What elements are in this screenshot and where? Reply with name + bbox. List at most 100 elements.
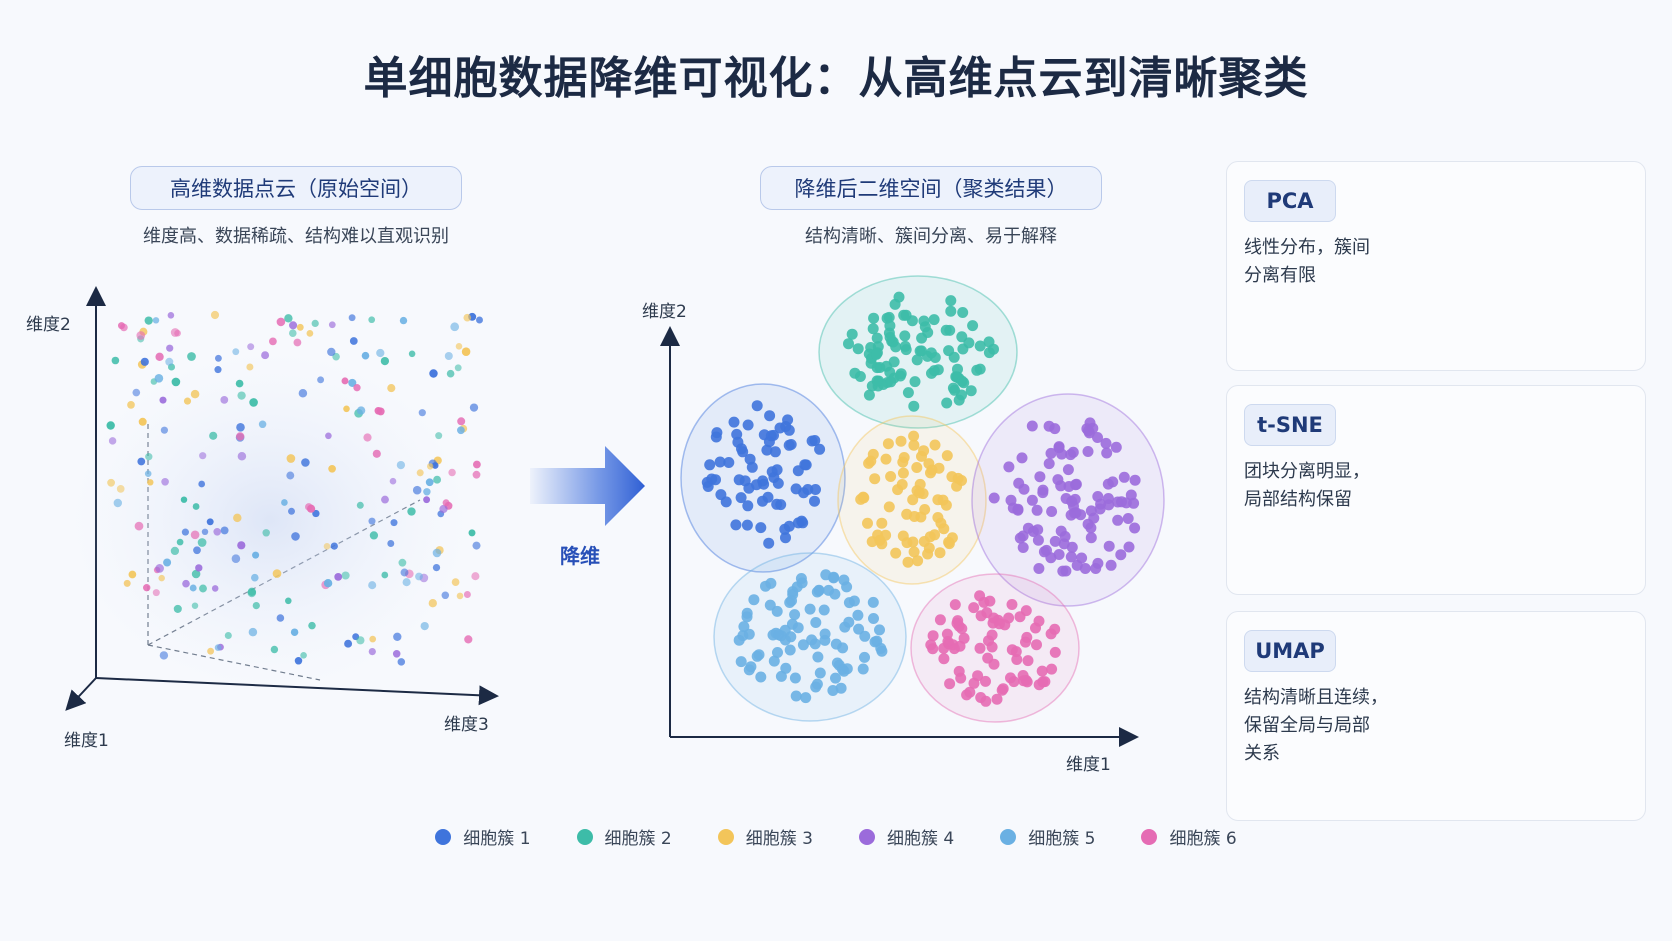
middle-panel-heading: 降维后二维空间（聚类结果）: [760, 166, 1102, 210]
cloud-point: [396, 460, 406, 470]
cloud-point: [182, 579, 190, 588]
cluster-point: [843, 616, 855, 628]
legend-dot: [435, 828, 452, 845]
cloud-point: [155, 352, 164, 361]
cluster-point: [753, 649, 765, 661]
cluster-point: [928, 365, 940, 377]
page-title: 单细胞数据降维可视化：从高维点云到清晰聚类: [363, 53, 1309, 104]
cloud-point: [270, 645, 279, 654]
cloud-point: [369, 531, 379, 540]
cluster-point: [932, 512, 944, 523]
cluster-point: [883, 501, 895, 513]
cloud-point: [210, 310, 220, 320]
cluster-point: [797, 639, 809, 651]
cluster-point: [735, 656, 747, 668]
cluster-point: [869, 473, 881, 485]
cloud-point: [232, 348, 240, 356]
cloud-point: [381, 495, 389, 504]
cluster-point: [1069, 507, 1080, 519]
cluster-point: [876, 517, 888, 529]
cluster-point: [735, 492, 747, 504]
cloud-point: [224, 631, 232, 640]
cluster-point: [1043, 458, 1055, 470]
cluster-point: [810, 617, 822, 628]
cluster-point: [1115, 549, 1127, 561]
cloud-point: [209, 431, 218, 440]
cluster-point: [852, 343, 864, 355]
cluster-point: [897, 530, 909, 542]
cloud-point: [286, 471, 295, 480]
cluster-point: [827, 685, 839, 696]
cluster-point: [1065, 551, 1077, 563]
cluster-point: [829, 588, 841, 600]
cluster-point: [742, 419, 754, 431]
cluster-point: [968, 677, 980, 689]
legend-dot: [859, 828, 875, 845]
cluster-point: [732, 436, 744, 448]
cloud-point: [312, 509, 320, 518]
cluster-point: [789, 672, 801, 684]
cluster-point: [1103, 540, 1115, 552]
cloud-point: [236, 422, 245, 432]
cluster-point: [757, 475, 769, 487]
cluster-point: [994, 618, 1005, 630]
cloud-point: [144, 470, 152, 477]
cluster-point: [1032, 534, 1044, 546]
cluster-point: [1082, 446, 1094, 457]
cluster-point: [704, 459, 716, 471]
cluster-point: [1112, 496, 1124, 508]
cloud-point: [247, 588, 257, 598]
middle-axis-y-label: 维度2: [642, 302, 687, 322]
cluster-point: [828, 571, 840, 583]
cluster-point: [783, 520, 795, 532]
legend-item: 细胞簇 3: [717, 824, 813, 849]
legend-dot: [1000, 828, 1017, 845]
cloud-point: [154, 373, 164, 383]
cloud-point: [400, 568, 409, 577]
cluster-point: [968, 602, 980, 614]
cloud-point: [247, 343, 255, 351]
cluster-point: [1070, 478, 1082, 490]
cloud-point: [191, 569, 201, 579]
cloud-point: [294, 657, 303, 665]
cluster-point: [938, 523, 950, 535]
cluster-point: [746, 461, 758, 473]
cluster-point: [800, 459, 812, 471]
cloud-point: [128, 570, 137, 579]
cluster-point: [1060, 565, 1072, 577]
cluster-point: [730, 519, 742, 531]
cloud-point: [192, 503, 200, 510]
cluster-point: [997, 683, 1009, 695]
cluster-point: [945, 305, 957, 317]
cloud-point: [144, 316, 153, 325]
method-tag-umap: UMAP: [1244, 630, 1336, 672]
cloud-point: [145, 453, 153, 461]
cloud-point: [307, 504, 316, 513]
cloud-point: [408, 350, 416, 358]
cluster-point: [1003, 612, 1015, 624]
cluster-point: [885, 376, 897, 388]
cluster-point: [737, 446, 749, 458]
cluster-point: [846, 328, 858, 340]
cluster-point: [918, 315, 930, 327]
cluster-point: [908, 430, 920, 442]
cluster-point: [888, 356, 900, 368]
cluster-point: [941, 450, 953, 462]
cluster-point: [1059, 531, 1071, 542]
cluster-point: [884, 320, 896, 332]
left-axis-z-label: 维度3: [444, 715, 489, 735]
cloud-point: [108, 437, 117, 445]
cluster-point: [1092, 432, 1103, 443]
cluster-point: [1118, 471, 1130, 483]
cloud-point: [174, 329, 181, 337]
cloud-point: [323, 542, 331, 550]
cloud-point: [137, 457, 146, 466]
cloud-point: [237, 391, 246, 400]
cluster-point: [1103, 499, 1115, 511]
cluster-point: [941, 397, 953, 409]
cluster-point: [810, 484, 821, 495]
cloud-point: [457, 426, 465, 435]
cluster-point: [804, 603, 816, 615]
cluster-point: [768, 655, 780, 667]
cluster-point: [1031, 504, 1043, 516]
